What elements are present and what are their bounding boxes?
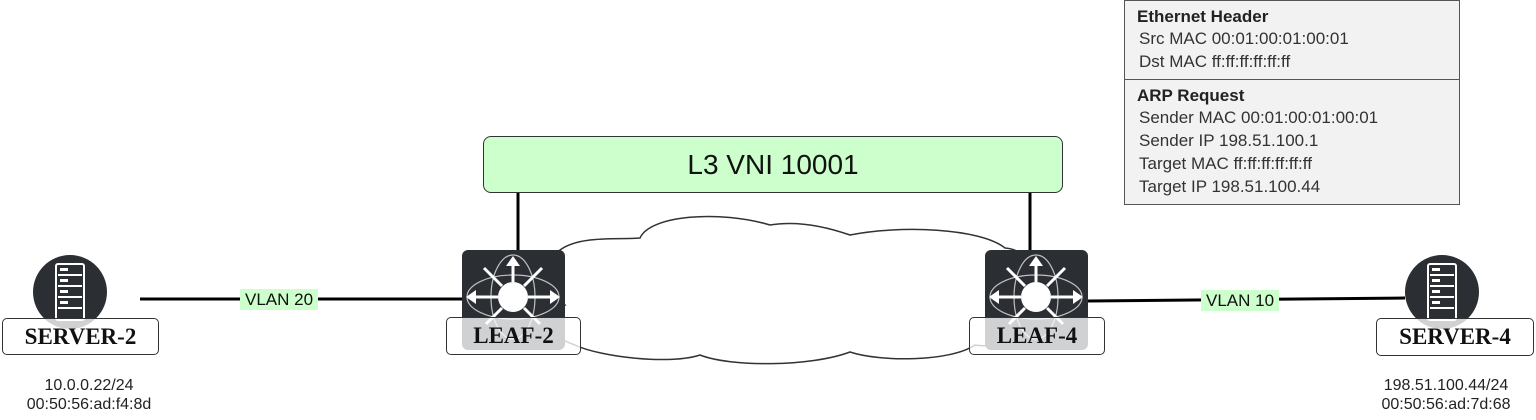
server-left-name: SERVER-2 [2,318,159,355]
server-right-name: SERVER-4 [1376,318,1534,356]
server-left-mac: 00:50:56:ad:f4:8d [26,396,152,413]
packet-details-box: Ethernet Header Src MAC 00:01:00:01:00:0… [1124,0,1460,205]
server-right-ip: 198.51.100.44/24 [1383,377,1509,394]
underlay-cloud [548,215,1036,365]
arp-request-section: ARP Request Sender MAC 00:01:00:01:00:01… [1125,79,1459,204]
arp-request-title: ARP Request [1137,86,1245,105]
server-left-address: 10.0.0.22/24 00:50:56:ad:f4:8d [0,376,178,414]
vlan-left-label: VLAN 20 [240,289,319,310]
ethernet-dst-mac: Dst MAC ff:ff:ff:ff:ff:ff [1139,52,1291,71]
server-right-icon [1405,255,1479,329]
l3-vni-label: L3 VNI 10001 [687,148,859,180]
vlan-right-label: VLAN 10 [1201,290,1280,311]
leaf-left-name: LEAF-2 [446,317,581,355]
ethernet-header-section: Ethernet Header Src MAC 00:01:00:01:00:0… [1125,1,1459,79]
ethernet-src-mac: Src MAC 00:01:00:01:00:01 [1139,29,1349,48]
arp-target-ip: Target IP 198.51.100.44 [1139,177,1321,196]
leaf-right-name: LEAF-4 [969,317,1105,355]
server-right-address: 198.51.100.44/24 00:50:56:ad:7d:68 [1356,376,1536,414]
l3-vni-box: L3 VNI 10001 [483,136,1063,193]
arp-target-mac: Target MAC ff:ff:ff:ff:ff:ff [1139,154,1312,173]
arp-sender-mac: Sender MAC 00:01:00:01:00:01 [1139,108,1379,127]
ethernet-header-title: Ethernet Header [1137,7,1269,26]
server-left-icon [33,255,107,329]
server-left-ip: 10.0.0.22/24 [44,377,134,394]
arp-sender-ip: Sender IP 198.51.100.1 [1139,131,1319,150]
server-right-mac: 00:50:56:ad:7d:68 [1381,396,1511,413]
